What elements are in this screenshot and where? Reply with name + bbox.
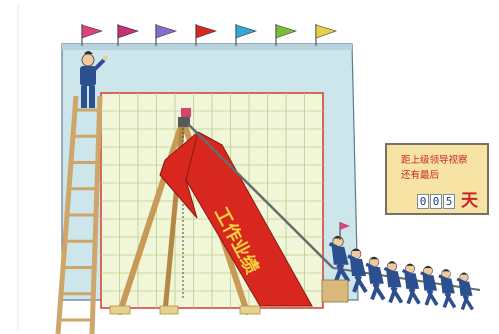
puller bbox=[401, 263, 421, 305]
arrow-shaft bbox=[185, 131, 313, 307]
worker-on-ladder bbox=[80, 51, 108, 108]
board-line-2: 还有最后 bbox=[401, 170, 440, 181]
pulley bbox=[178, 117, 190, 127]
hand-flag bbox=[340, 222, 350, 230]
countdown-digit: 0 bbox=[430, 194, 442, 209]
tripod-foot-right bbox=[239, 305, 261, 315]
ladder bbox=[55, 95, 103, 334]
puller bbox=[347, 248, 368, 294]
puller bbox=[328, 235, 351, 283]
countdown-digit: 5 bbox=[443, 194, 455, 209]
flag bbox=[275, 24, 297, 39]
countdown-digit: 0 bbox=[417, 194, 429, 209]
puller bbox=[420, 265, 439, 306]
wall-top-edge bbox=[62, 44, 352, 50]
countdown-unit: 天 bbox=[461, 191, 478, 211]
puller bbox=[456, 272, 474, 311]
pulling-crowd bbox=[328, 235, 474, 311]
worker-body bbox=[80, 66, 96, 86]
worker-leg-left bbox=[81, 86, 87, 108]
flag bbox=[155, 24, 177, 39]
flag bbox=[315, 24, 337, 39]
worker-head bbox=[81, 53, 95, 67]
tripod-foot-left bbox=[109, 305, 131, 315]
pull-rope bbox=[187, 123, 334, 269]
crate bbox=[321, 279, 349, 303]
worker-leg-right bbox=[89, 86, 95, 108]
tripod-leg-left bbox=[117, 117, 186, 315]
pulley-flag bbox=[181, 108, 191, 117]
flag bbox=[117, 24, 139, 39]
tripod-foot-back bbox=[159, 305, 179, 315]
performance-arrow bbox=[159, 131, 313, 307]
countdown-board: 距上级领导视察 还有最后 0 0 5 天 bbox=[385, 143, 489, 215]
puller bbox=[365, 256, 386, 301]
worker-arm bbox=[92, 58, 106, 72]
worker-hand bbox=[102, 55, 108, 61]
flag bbox=[195, 24, 217, 39]
puller bbox=[383, 261, 404, 304]
worker-hair bbox=[84, 51, 93, 54]
puller bbox=[438, 269, 457, 309]
board-line-1: 距上级领导视察 bbox=[401, 155, 468, 166]
flag bbox=[81, 24, 103, 39]
flag-row bbox=[81, 24, 337, 46]
flag bbox=[235, 24, 257, 39]
